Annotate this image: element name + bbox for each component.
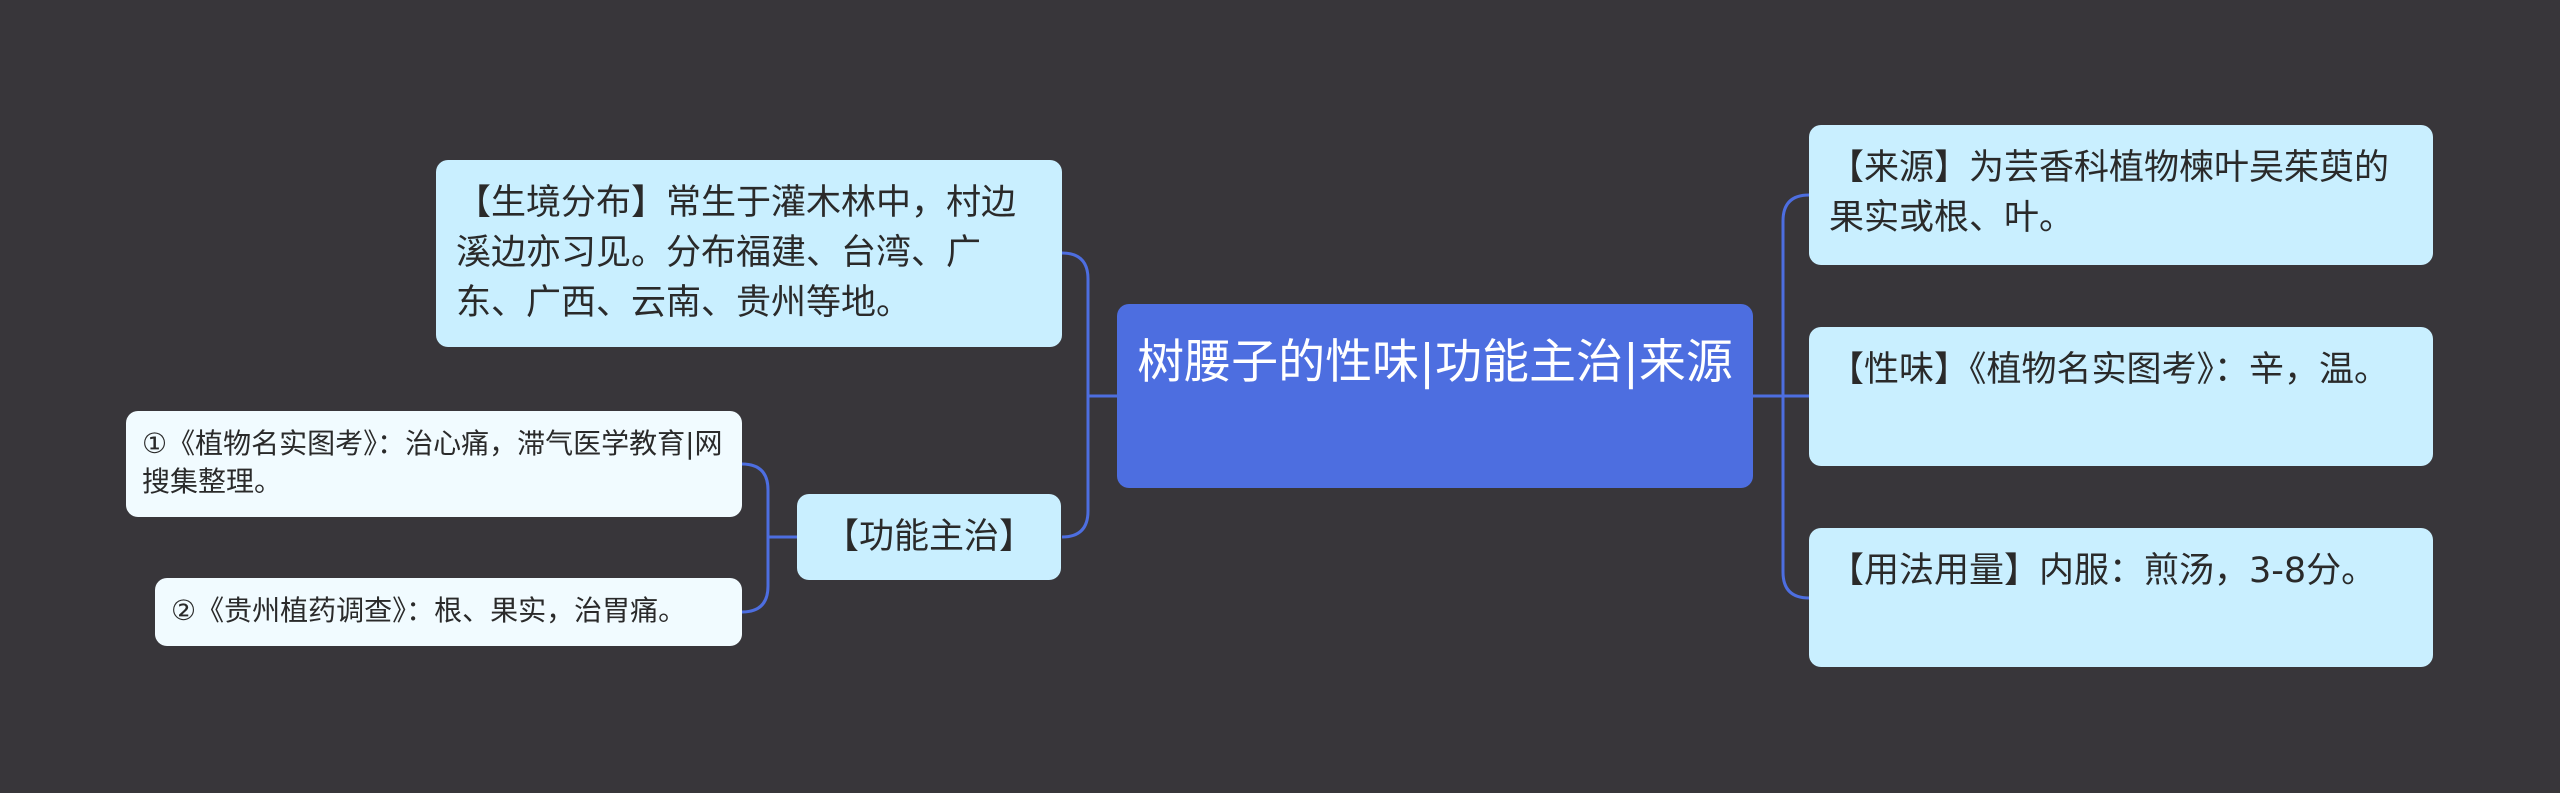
taste-text: 【性味】《植物名实图考》：辛，温。 bbox=[1829, 350, 2390, 390]
function-text: 【功能主治】 bbox=[823, 517, 1034, 557]
function-child-1-text: ①《植物名实图考》：治心痛，滞气医学教育|网搜集整理。 bbox=[142, 427, 723, 498]
habitat-topic: 【生境分布】常生于灌木林中，村边溪边亦习见。分布福建、台湾、广东、广西、云南、贵… bbox=[436, 160, 1062, 347]
habitat-text: 【生境分布】常生于灌木林中，村边溪边亦习见。分布福建、台湾、广东、广西、云南、贵… bbox=[456, 183, 1017, 323]
source-topic: 【来源】为芸香科植物楝叶吴茱萸的果实或根、叶。 bbox=[1809, 125, 2433, 265]
function-child-1: ①《植物名实图考》：治心痛，滞气医学教育|网搜集整理。 bbox=[126, 411, 742, 517]
function-topic: 【功能主治】 bbox=[797, 494, 1061, 580]
root-topic: 树腰子的性味|功能主治|来源 bbox=[1117, 304, 1753, 488]
function-child-2-text: ②《贵州植药调查》：根、果实，治胃痛。 bbox=[171, 594, 687, 627]
source-text: 【来源】为芸香科植物楝叶吴茱萸的果实或根、叶。 bbox=[1829, 148, 2390, 238]
connector-function-children bbox=[741, 462, 770, 614]
usage-text: 【用法用量】内服：煎汤，3-8分。 bbox=[1829, 551, 2377, 591]
connector-left-trunk bbox=[1061, 251, 1090, 539]
usage-topic: 【用法用量】内服：煎汤，3-8分。 bbox=[1809, 528, 2433, 667]
taste-topic: 【性味】《植物名实图考》：辛，温。 bbox=[1809, 327, 2433, 466]
function-child-2: ②《贵州植药调查》：根、果实，治胃痛。 bbox=[155, 578, 742, 646]
root-topic-text: 树腰子的性味|功能主治|来源 bbox=[1137, 335, 1733, 390]
